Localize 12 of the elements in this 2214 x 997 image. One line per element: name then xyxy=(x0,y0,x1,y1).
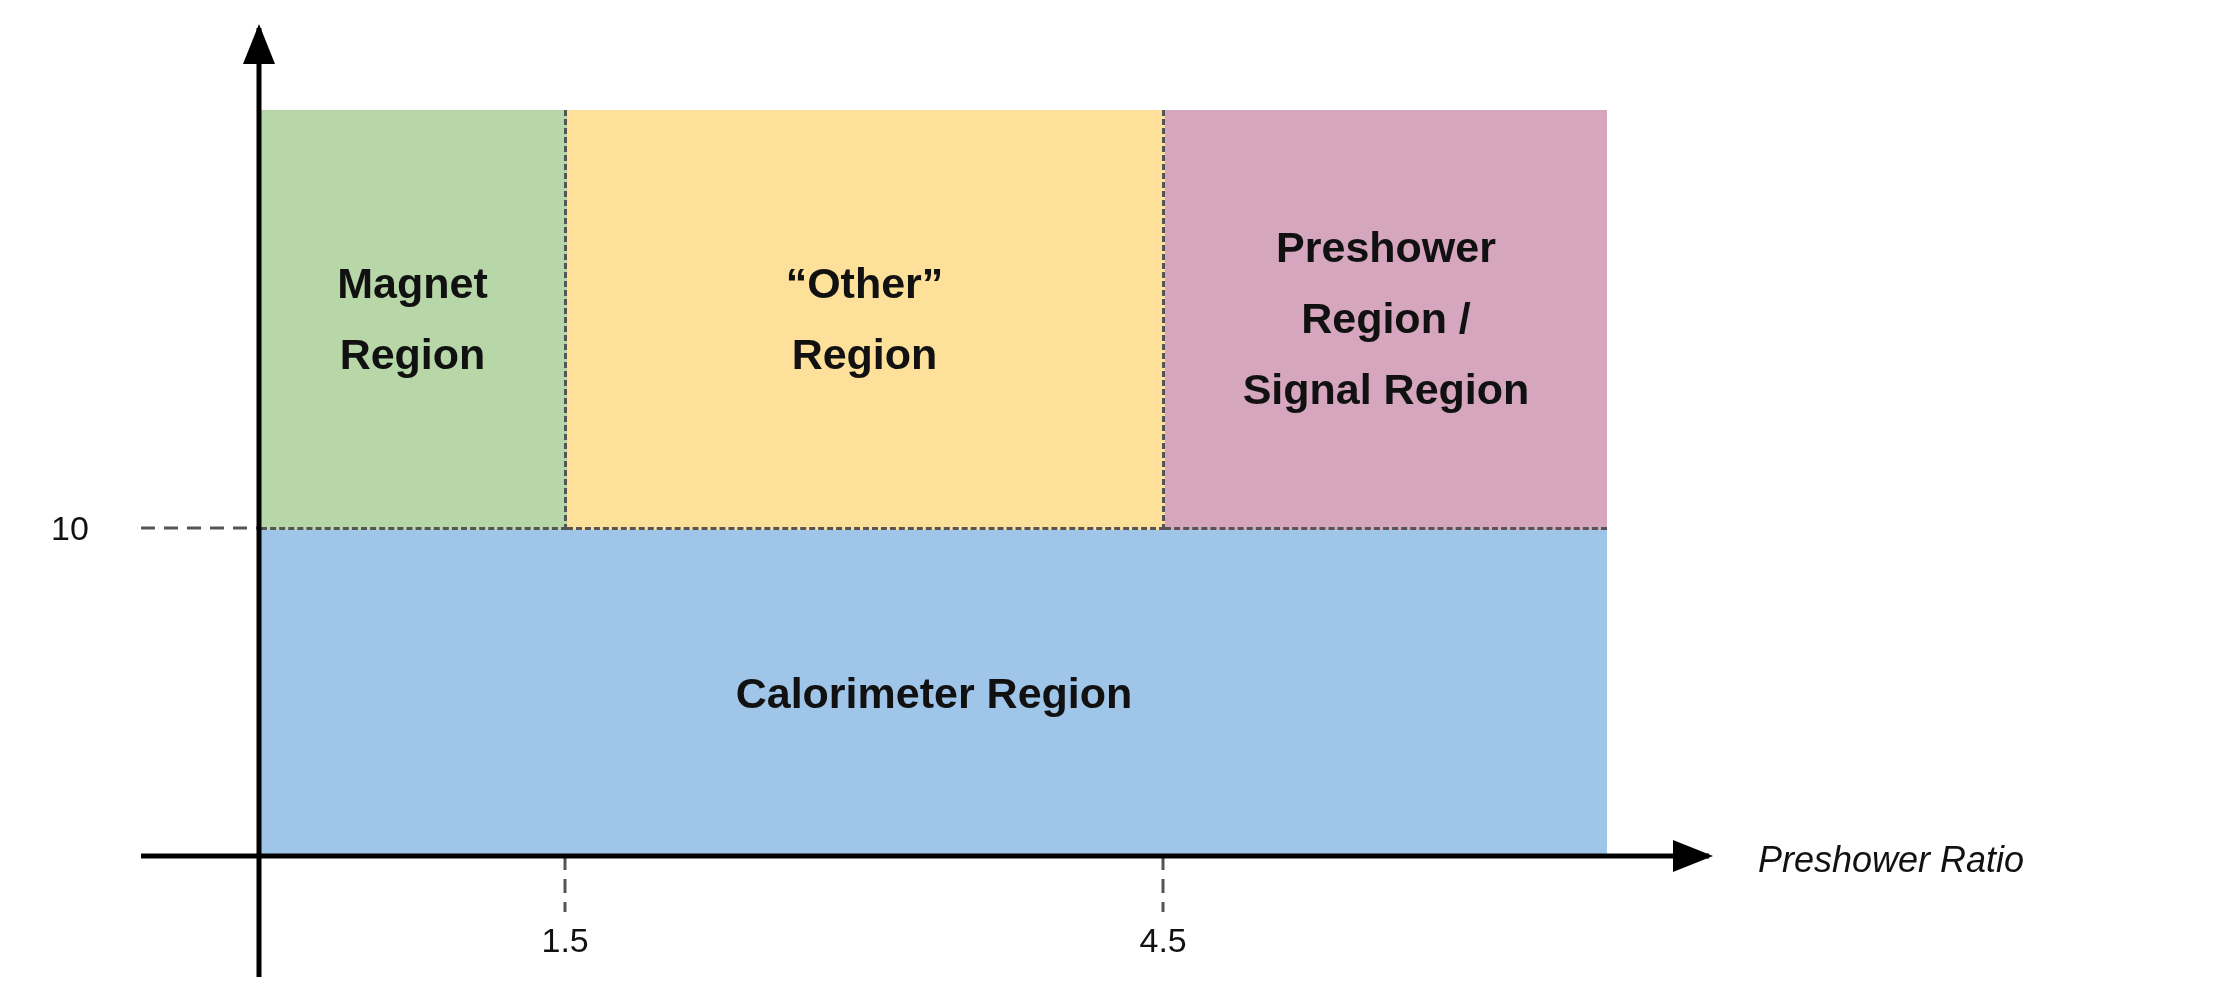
region-label: “Other” Region xyxy=(784,257,945,380)
region-area xyxy=(261,530,1607,856)
axis-title: Preshower Ratio xyxy=(1758,839,2025,881)
region-area xyxy=(261,110,567,530)
region-label: Preshower Region / Signal Region xyxy=(1241,222,1531,415)
tick-label: 10 xyxy=(51,508,89,548)
region-area xyxy=(567,110,1165,530)
region-label: Magnet Region xyxy=(336,257,489,380)
tick-label: 4.5 xyxy=(1139,920,1187,960)
region-area xyxy=(1165,110,1607,530)
region-label: Calorimeter Region xyxy=(735,667,1133,719)
tick-label: 1.5 xyxy=(541,920,589,960)
